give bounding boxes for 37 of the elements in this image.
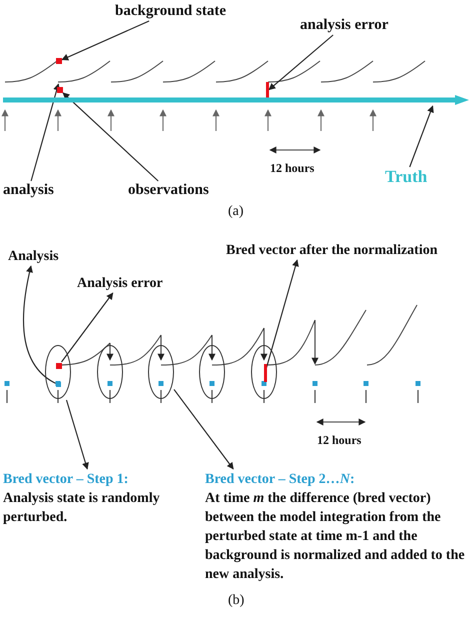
arrow <box>62 92 159 182</box>
arrow <box>409 105 434 168</box>
arrow <box>174 389 234 470</box>
callout-label: analysis error <box>300 17 388 34</box>
arrow <box>266 259 299 368</box>
arrow <box>61 292 114 362</box>
callout-label: observations <box>128 182 209 199</box>
panel-label: (b) <box>228 592 244 609</box>
arrow <box>66 400 89 470</box>
background-point <box>56 58 62 64</box>
observation-point <box>57 87 63 93</box>
dimension-label: 12 hours <box>270 160 314 177</box>
ellipse-marker <box>148 345 174 399</box>
step-heading: Bred vector – Step 2…N: <box>205 471 356 489</box>
arrow <box>61 20 150 60</box>
error-bar <box>266 82 269 100</box>
arrow <box>30 83 60 182</box>
callout-label: Truth <box>385 168 428 185</box>
arrow <box>268 34 334 90</box>
step-description: Analysis state is randomly perturbed. <box>3 490 161 527</box>
panel-label: (a) <box>228 203 244 220</box>
callout-label: analysis <box>3 182 54 199</box>
callout-label: Analysis error <box>77 275 163 292</box>
ellipse-marker <box>97 345 123 399</box>
callout-label: Analysis <box>8 248 59 265</box>
dimension-label: 12 hours <box>317 432 362 449</box>
callout-label: background state <box>115 3 226 20</box>
ellipse-marker <box>45 345 71 399</box>
forecast-curve <box>58 60 111 83</box>
arrow <box>22 265 56 384</box>
ellipse-marker <box>199 345 225 399</box>
ellipse-marker <box>251 345 277 399</box>
step-description: At time m the difference (bred vector) between the model integration from the perturbed state at time m-1 and the background is normalized and added to the new analysis. <box>205 490 466 584</box>
callout-label: Bred vector after the normalization <box>226 242 438 259</box>
step-heading: Bred vector – Step 1: <box>3 471 130 489</box>
perturbation-point <box>56 363 62 369</box>
truth-arrow <box>3 95 469 105</box>
